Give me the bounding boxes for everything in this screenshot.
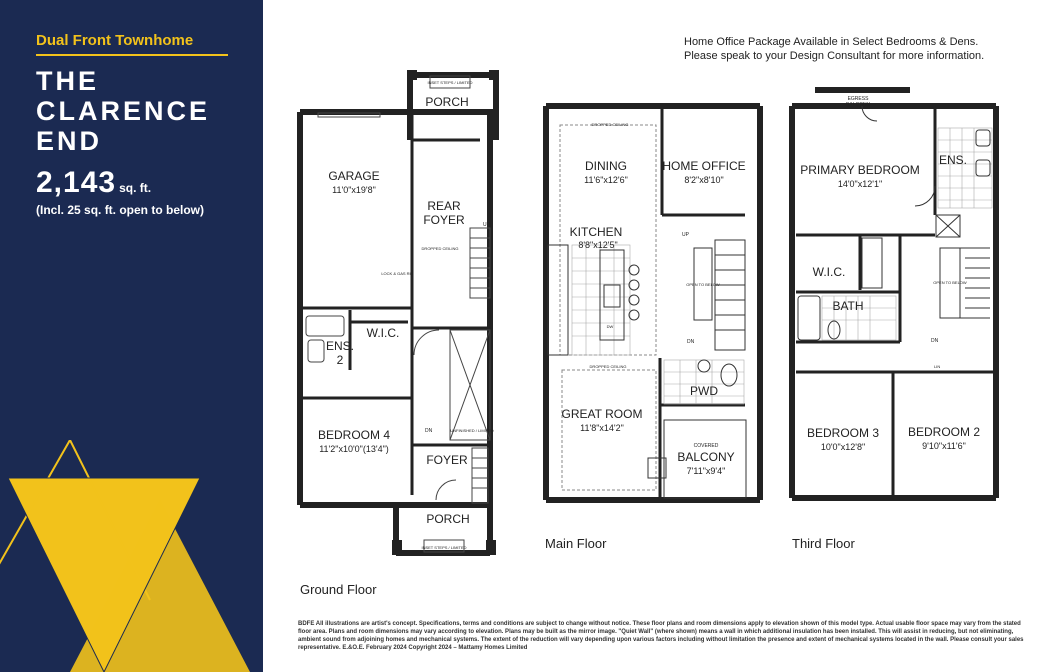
model-type: Dual Front Townhome (36, 32, 194, 49)
model-name-line3: END (36, 126, 103, 156)
gas-rough-in-note: LOCK & GAS RI (381, 271, 410, 276)
third-wic-label: W.I.C. (813, 265, 846, 279)
model-name-line2: CLARENCE (36, 96, 211, 126)
egress-balcony-label-1: EGRESS (848, 96, 870, 102)
third-floor-plan: EGRESS BALCONY PRIMARY BEDROOM 14'0"x12'… (789, 87, 999, 501)
bedroom4-label: BEDROOM 4 (318, 428, 390, 442)
home-office-note: Home Office Package Available in Select … (684, 35, 984, 63)
info-sidebar: Dual Front Townhome THE CLARENCE END 2,1… (0, 0, 263, 672)
ensuite-label: ENS. (939, 153, 967, 167)
model-name-line1: THE (36, 66, 99, 96)
sqft-unit: sq. ft. (119, 181, 152, 195)
primary-bedroom-label: PRIMARY BEDROOM (800, 163, 920, 177)
bedroom3-dimensions: 10'0"x12'8" (821, 442, 865, 452)
sqft-note: (Incl. 25 sq. ft. open to below) (36, 203, 205, 217)
ground-rear-porch-label: PORCH (425, 95, 468, 109)
dining-label: DINING (585, 159, 627, 173)
title-rule (36, 54, 228, 56)
great-room-dimensions: 11'8"x14'2" (580, 423, 624, 433)
kitchen-label: KITCHEN (570, 225, 623, 239)
bedroom4-dimensions: 11'2"x10'0"(13'4") (319, 444, 389, 454)
home-office-dimensions: 8'2"x8'10" (684, 175, 723, 185)
main-dropped-ceiling-note: DROPPED CEILING (592, 122, 629, 127)
ground-dropped-ceiling-note: DROPPED CEILING (422, 246, 459, 251)
ens2-label-2: 2 (337, 353, 344, 367)
third-floor-label: Third Floor (792, 536, 855, 551)
rear-foyer-label-1: REAR (427, 199, 461, 213)
powder-room-label: PWD (690, 384, 718, 398)
great-room-label: GREAT ROOM (562, 407, 643, 421)
ground-floor-label: Ground Floor (300, 582, 377, 597)
bedroom3-label: BEDROOM 3 (807, 426, 879, 440)
bedroom2-label: BEDROOM 2 (908, 425, 980, 439)
main-dropped-ceiling-note-2: DROPPED CEILING (590, 364, 627, 369)
bedroom2-dimensions: 9'10"x11'6" (922, 441, 966, 451)
bath-label: BATH (832, 299, 863, 313)
linen-note: LIN (934, 364, 940, 369)
main-up-note: UP (682, 232, 690, 238)
foyer-label: FOYER (426, 453, 468, 467)
ground-floor-plan: PORCH GARAGE 11'0"x19'8" REAR FOYER DROP… (297, 70, 499, 556)
model-name: THE CLARENCE END (36, 66, 236, 156)
main-floor-label: Main Floor (545, 536, 607, 551)
legal-disclaimer: BDFE All illustrations are artist's conc… (298, 621, 1024, 651)
ens2-label-1: ENS. (326, 339, 354, 353)
triangle-graphic (0, 440, 250, 672)
balcony-label: BALCONY (677, 450, 734, 464)
garage-label: GARAGE (328, 169, 379, 183)
primary-bedroom-dimensions: 14'0"x12'1" (838, 179, 882, 189)
dining-dimensions: 11'6"x12'6" (584, 175, 628, 185)
rear-steps-note: INSET STEPS / LIMITED (427, 80, 472, 85)
unfinished-note: UNFINISHED / LIMITED (450, 428, 494, 433)
sqft-value: 2,143 (36, 166, 117, 199)
front-steps-note: INSET STEPS / LIMITED (421, 545, 466, 550)
main-floor-plan: DINING 11'6"x12'6" DROPPED CEILING HOME … (543, 103, 763, 503)
rear-foyer-label-2: FOYER (423, 213, 465, 227)
ground-dn-note: DN (425, 428, 433, 434)
kitchen-dimensions: 8'8"x12'5" (578, 240, 617, 250)
ground-front-porch-label: PORCH (426, 512, 469, 526)
home-office-label: HOME OFFICE (662, 159, 745, 173)
home-office-note-line1: Home Office Package Available in Select … (684, 36, 979, 48)
egress-balcony-label-2: BALCONY (846, 102, 871, 108)
third-dn-note: DN (931, 338, 939, 344)
balcony-dimensions: 7'11"x9'4" (687, 466, 726, 476)
main-dn-note: DN (687, 339, 695, 345)
main-dw-note: DW (607, 324, 614, 329)
covered-note: COVERED (694, 443, 719, 449)
third-open-to-below-note: OPEN TO BELOW (933, 280, 967, 285)
garage-dimensions: 11'0"x19'8" (332, 185, 376, 195)
home-office-note-line2: Please speak to your Design Consultant f… (684, 50, 985, 62)
ground-wic-label: W.I.C. (367, 326, 400, 340)
main-open-to-below-note: OPEN TO BELOW (686, 282, 720, 287)
ground-up-note: UP (483, 222, 491, 228)
